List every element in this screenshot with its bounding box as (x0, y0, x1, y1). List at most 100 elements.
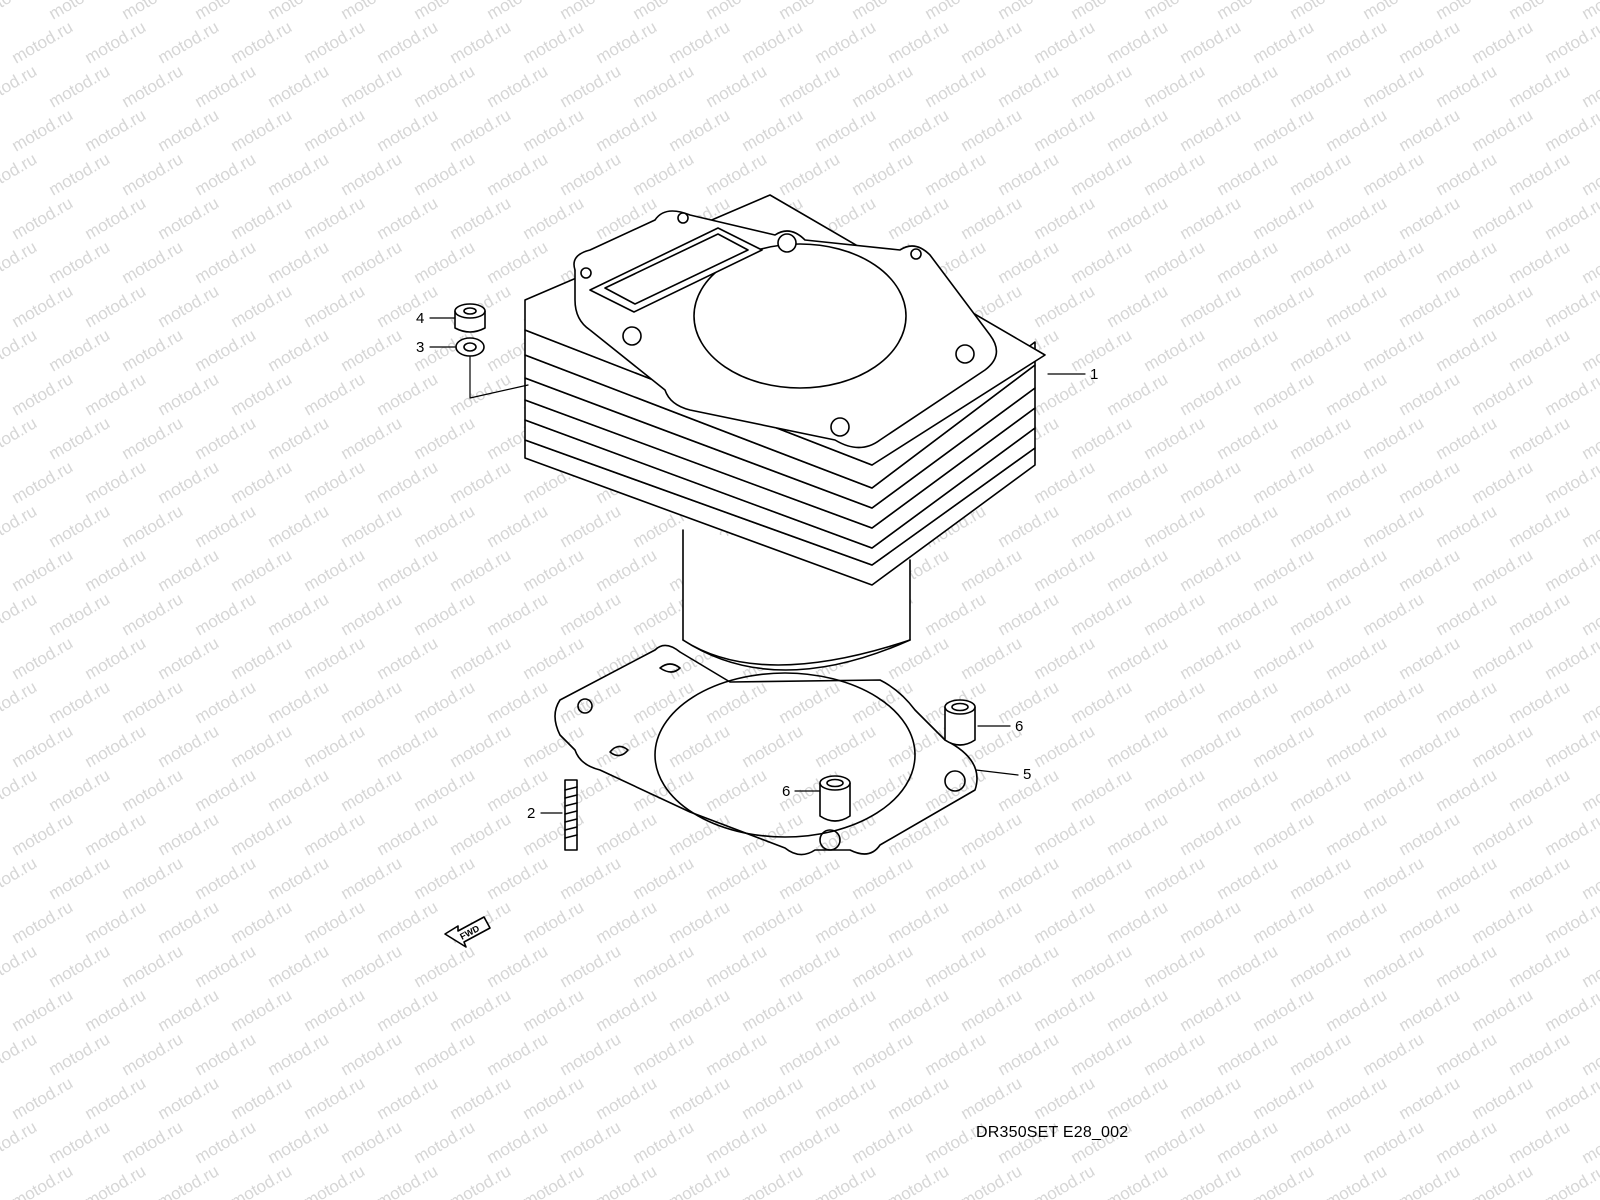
watermark-text: motod.ru (1177, 105, 1245, 155)
watermark-text: motod.ru (192, 765, 260, 815)
watermark-text: motod.ru (1433, 325, 1501, 375)
watermark-text: motod.ru (374, 17, 442, 67)
watermark-text: motod.ru (520, 721, 588, 771)
watermark-text: motod.ru (995, 941, 1063, 991)
watermark-text: motod.ru (301, 633, 369, 683)
watermark-text: motod.ru (1214, 1029, 1282, 1079)
watermark-text: motod.ru (1542, 721, 1600, 771)
watermark-text: motod.ru (119, 413, 187, 463)
watermark-text: motod.ru (374, 545, 442, 595)
watermark-text: motod.ru (9, 985, 77, 1035)
watermark-text: motod.ru (776, 0, 844, 23)
watermark-text: motod.ru (9, 281, 77, 331)
watermark-text: motod.ru (338, 941, 406, 991)
cylinder-fins (524, 329, 1036, 586)
watermark-text: motod.ru (0, 501, 40, 551)
watermark-text: motod.ru (666, 721, 734, 771)
watermark-text: motod.ru (1177, 633, 1245, 683)
watermark-text: motod.ru (885, 897, 953, 947)
watermark-text: motod.ru (155, 1073, 223, 1123)
watermark-text: motod.ru (0, 1161, 3, 1200)
dowel-pin-lower (819, 775, 851, 822)
watermark-text: motod.ru (374, 985, 442, 1035)
watermark-text: motod.ru (82, 193, 150, 243)
watermark-text: motod.ru (9, 721, 77, 771)
watermark-text: motod.ru (1433, 853, 1501, 903)
watermark-text: motod.ru (958, 809, 1026, 859)
watermark-text: motod.ru (1506, 677, 1574, 727)
watermark-text: motod.ru (0, 1117, 40, 1167)
watermark-text: motod.ru (1031, 193, 1099, 243)
watermark-text: motod.ru (1177, 193, 1245, 243)
watermark-text: motod.ru (849, 765, 917, 815)
watermark-text: motod.ru (1360, 941, 1428, 991)
watermark-text: motod.ru (447, 985, 515, 1035)
watermark-text: motod.ru (1396, 897, 1464, 947)
watermark-text: motod.ru (374, 193, 442, 243)
watermark-text: motod.ru (1214, 237, 1282, 287)
watermark-text: motod.ru (1177, 897, 1245, 947)
watermark-text: motod.ru (1250, 1073, 1318, 1123)
watermark-text: motod.ru (1579, 1029, 1600, 1079)
watermark-text: motod.ru (885, 1161, 953, 1200)
watermark-text: motod.ru (1323, 545, 1391, 595)
watermark-text: motod.ru (922, 61, 990, 111)
callout-3: 3 (416, 339, 424, 356)
watermark-text: motod.ru (1250, 457, 1318, 507)
watermark-text: motod.ru (265, 765, 333, 815)
watermark-text: motod.ru (46, 765, 114, 815)
watermark-text: motod.ru (1104, 369, 1172, 419)
watermark-text: motod.ru (447, 545, 515, 595)
watermark-text: motod.ru (119, 501, 187, 551)
watermark-text: motod.ru (1250, 105, 1318, 155)
watermark-text: motod.ru (1141, 589, 1209, 639)
watermark-text: motod.ru (1323, 633, 1391, 683)
watermark-text: motod.ru (46, 589, 114, 639)
watermark-text: motod.ru (1068, 589, 1136, 639)
watermark-text: motod.ru (1214, 61, 1282, 111)
watermark-text: motod.ru (1579, 765, 1600, 815)
watermark-text: motod.ru (1469, 545, 1537, 595)
dowel-pin-upper (944, 699, 976, 746)
watermark-text: motod.ru (1469, 985, 1537, 1035)
watermark-text: motod.ru (885, 985, 953, 1035)
watermark-text: motod.ru (1287, 237, 1355, 287)
watermark-text: motod.ru (411, 237, 479, 287)
watermark-text: motod.ru (1031, 721, 1099, 771)
watermark-text: motod.ru (155, 105, 223, 155)
watermark-text: motod.ru (46, 61, 114, 111)
watermark-text: motod.ru (1506, 149, 1574, 199)
watermark-text: motod.ru (995, 1029, 1063, 1079)
watermark-text: motod.ru (1177, 17, 1245, 67)
watermark-text: motod.ru (1323, 985, 1391, 1035)
watermark-text: motod.ru (703, 149, 771, 199)
watermark-text: motod.ru (1323, 809, 1391, 859)
watermark-text: motod.ru (1031, 897, 1099, 947)
watermark-text: motod.ru (1433, 237, 1501, 287)
watermark-text: motod.ru (739, 1161, 807, 1200)
watermark-text: motod.ru (155, 897, 223, 947)
watermark-text: motod.ru (630, 853, 698, 903)
watermark-text: motod.ru (228, 633, 296, 683)
stud-hole (580, 267, 592, 279)
watermark-text: motod.ru (849, 61, 917, 111)
watermark-text: motod.ru (265, 325, 333, 375)
watermark-text: motod.ru (411, 853, 479, 903)
watermark-text: motod.ru (82, 897, 150, 947)
watermark-text: motod.ru (1104, 281, 1172, 331)
watermark-text: motod.ru (1433, 413, 1501, 463)
watermark-text: motod.ru (520, 193, 588, 243)
watermark-text: motod.ru (776, 1029, 844, 1079)
watermark-text: motod.ru (1287, 325, 1355, 375)
watermark-text: motod.ru (301, 193, 369, 243)
watermark-text: motod.ru (338, 1029, 406, 1079)
watermark-text: motod.ru (1360, 589, 1428, 639)
watermark-text: motod.ru (1068, 325, 1136, 375)
watermark-text: motod.ru (0, 589, 40, 639)
watermark-text: motod.ru (739, 105, 807, 155)
watermark-text: motod.ru (885, 193, 953, 243)
watermark-text: motod.ru (192, 0, 260, 23)
watermark-text: motod.ru (484, 677, 552, 727)
watermark-text: motod.ru (958, 105, 1026, 155)
watermark-text: motod.ru (1104, 1073, 1172, 1123)
